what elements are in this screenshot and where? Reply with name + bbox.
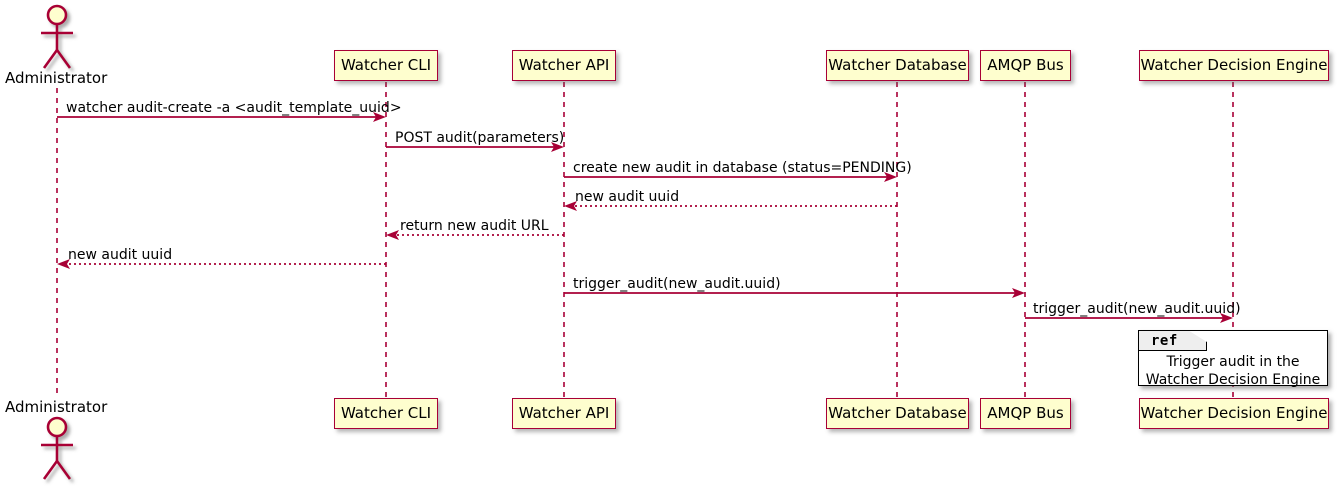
- message-arrow-6: [57, 259, 386, 269]
- message-label-5: return new audit URL: [400, 218, 549, 234]
- ref-fragment-line-2: Watcher Decision Engine: [1145, 372, 1321, 388]
- participant-head-watcher-database[interactable]: Watcher Database: [826, 50, 969, 81]
- participant-foot-watcher-cli[interactable]: Watcher CLI: [334, 398, 438, 429]
- message-label-4: new audit uuid: [575, 189, 680, 205]
- message-arrow-1: [57, 112, 386, 122]
- actor-figure-administrator-top: [41, 4, 73, 69]
- participant-head-watcher-decision-engine[interactable]: Watcher Decision Engine: [1139, 50, 1329, 81]
- ref-fragment-tab-label: ref: [1139, 331, 1207, 351]
- participant-head-watcher-cli[interactable]: Watcher CLI: [334, 50, 438, 81]
- message-label-7: trigger_audit(new_audit.uuid): [573, 276, 781, 292]
- message-arrow-3: [564, 172, 897, 182]
- message-label-8: trigger_audit(new_audit.uuid): [1033, 301, 1241, 317]
- message-arrow-4: [564, 201, 897, 211]
- message-label-1: watcher audit-create -a <audit_template_…: [66, 100, 402, 116]
- lifelines: [56, 82, 1234, 398]
- ref-fragment: ref Trigger audit in the Watcher Decisio…: [1138, 330, 1328, 389]
- participant-head-amqp-bus[interactable]: AMQP Bus: [980, 50, 1071, 81]
- message-label-3: create new audit in database (status=PEN…: [573, 160, 912, 176]
- participant-foot-watcher-api[interactable]: Watcher API: [512, 398, 616, 429]
- message-arrow-5: [386, 230, 564, 240]
- participant-foot-amqp-bus[interactable]: AMQP Bus: [980, 398, 1071, 429]
- participant-head-watcher-api[interactable]: Watcher API: [512, 50, 616, 81]
- actor-figure-administrator-bottom: [41, 416, 73, 480]
- participant-foot-watcher-database[interactable]: Watcher Database: [826, 398, 969, 429]
- ref-fragment-body: Trigger audit in the Watcher Decision En…: [1139, 353, 1327, 389]
- message-arrows: [57, 112, 1233, 323]
- ref-fragment-line-1: Trigger audit in the: [1166, 354, 1300, 370]
- message-label-6: new audit uuid: [68, 247, 173, 263]
- message-arrow-8: [1025, 313, 1233, 323]
- message-arrow-2: [386, 142, 564, 152]
- message-arrow-7: [564, 288, 1025, 298]
- actor-label-administrator-bottom: Administrator: [5, 398, 108, 416]
- participant-foot-watcher-decision-engine[interactable]: Watcher Decision Engine: [1139, 398, 1329, 429]
- actor-label-administrator-top: Administrator: [5, 69, 108, 87]
- message-label-2: POST audit(parameters): [395, 130, 565, 146]
